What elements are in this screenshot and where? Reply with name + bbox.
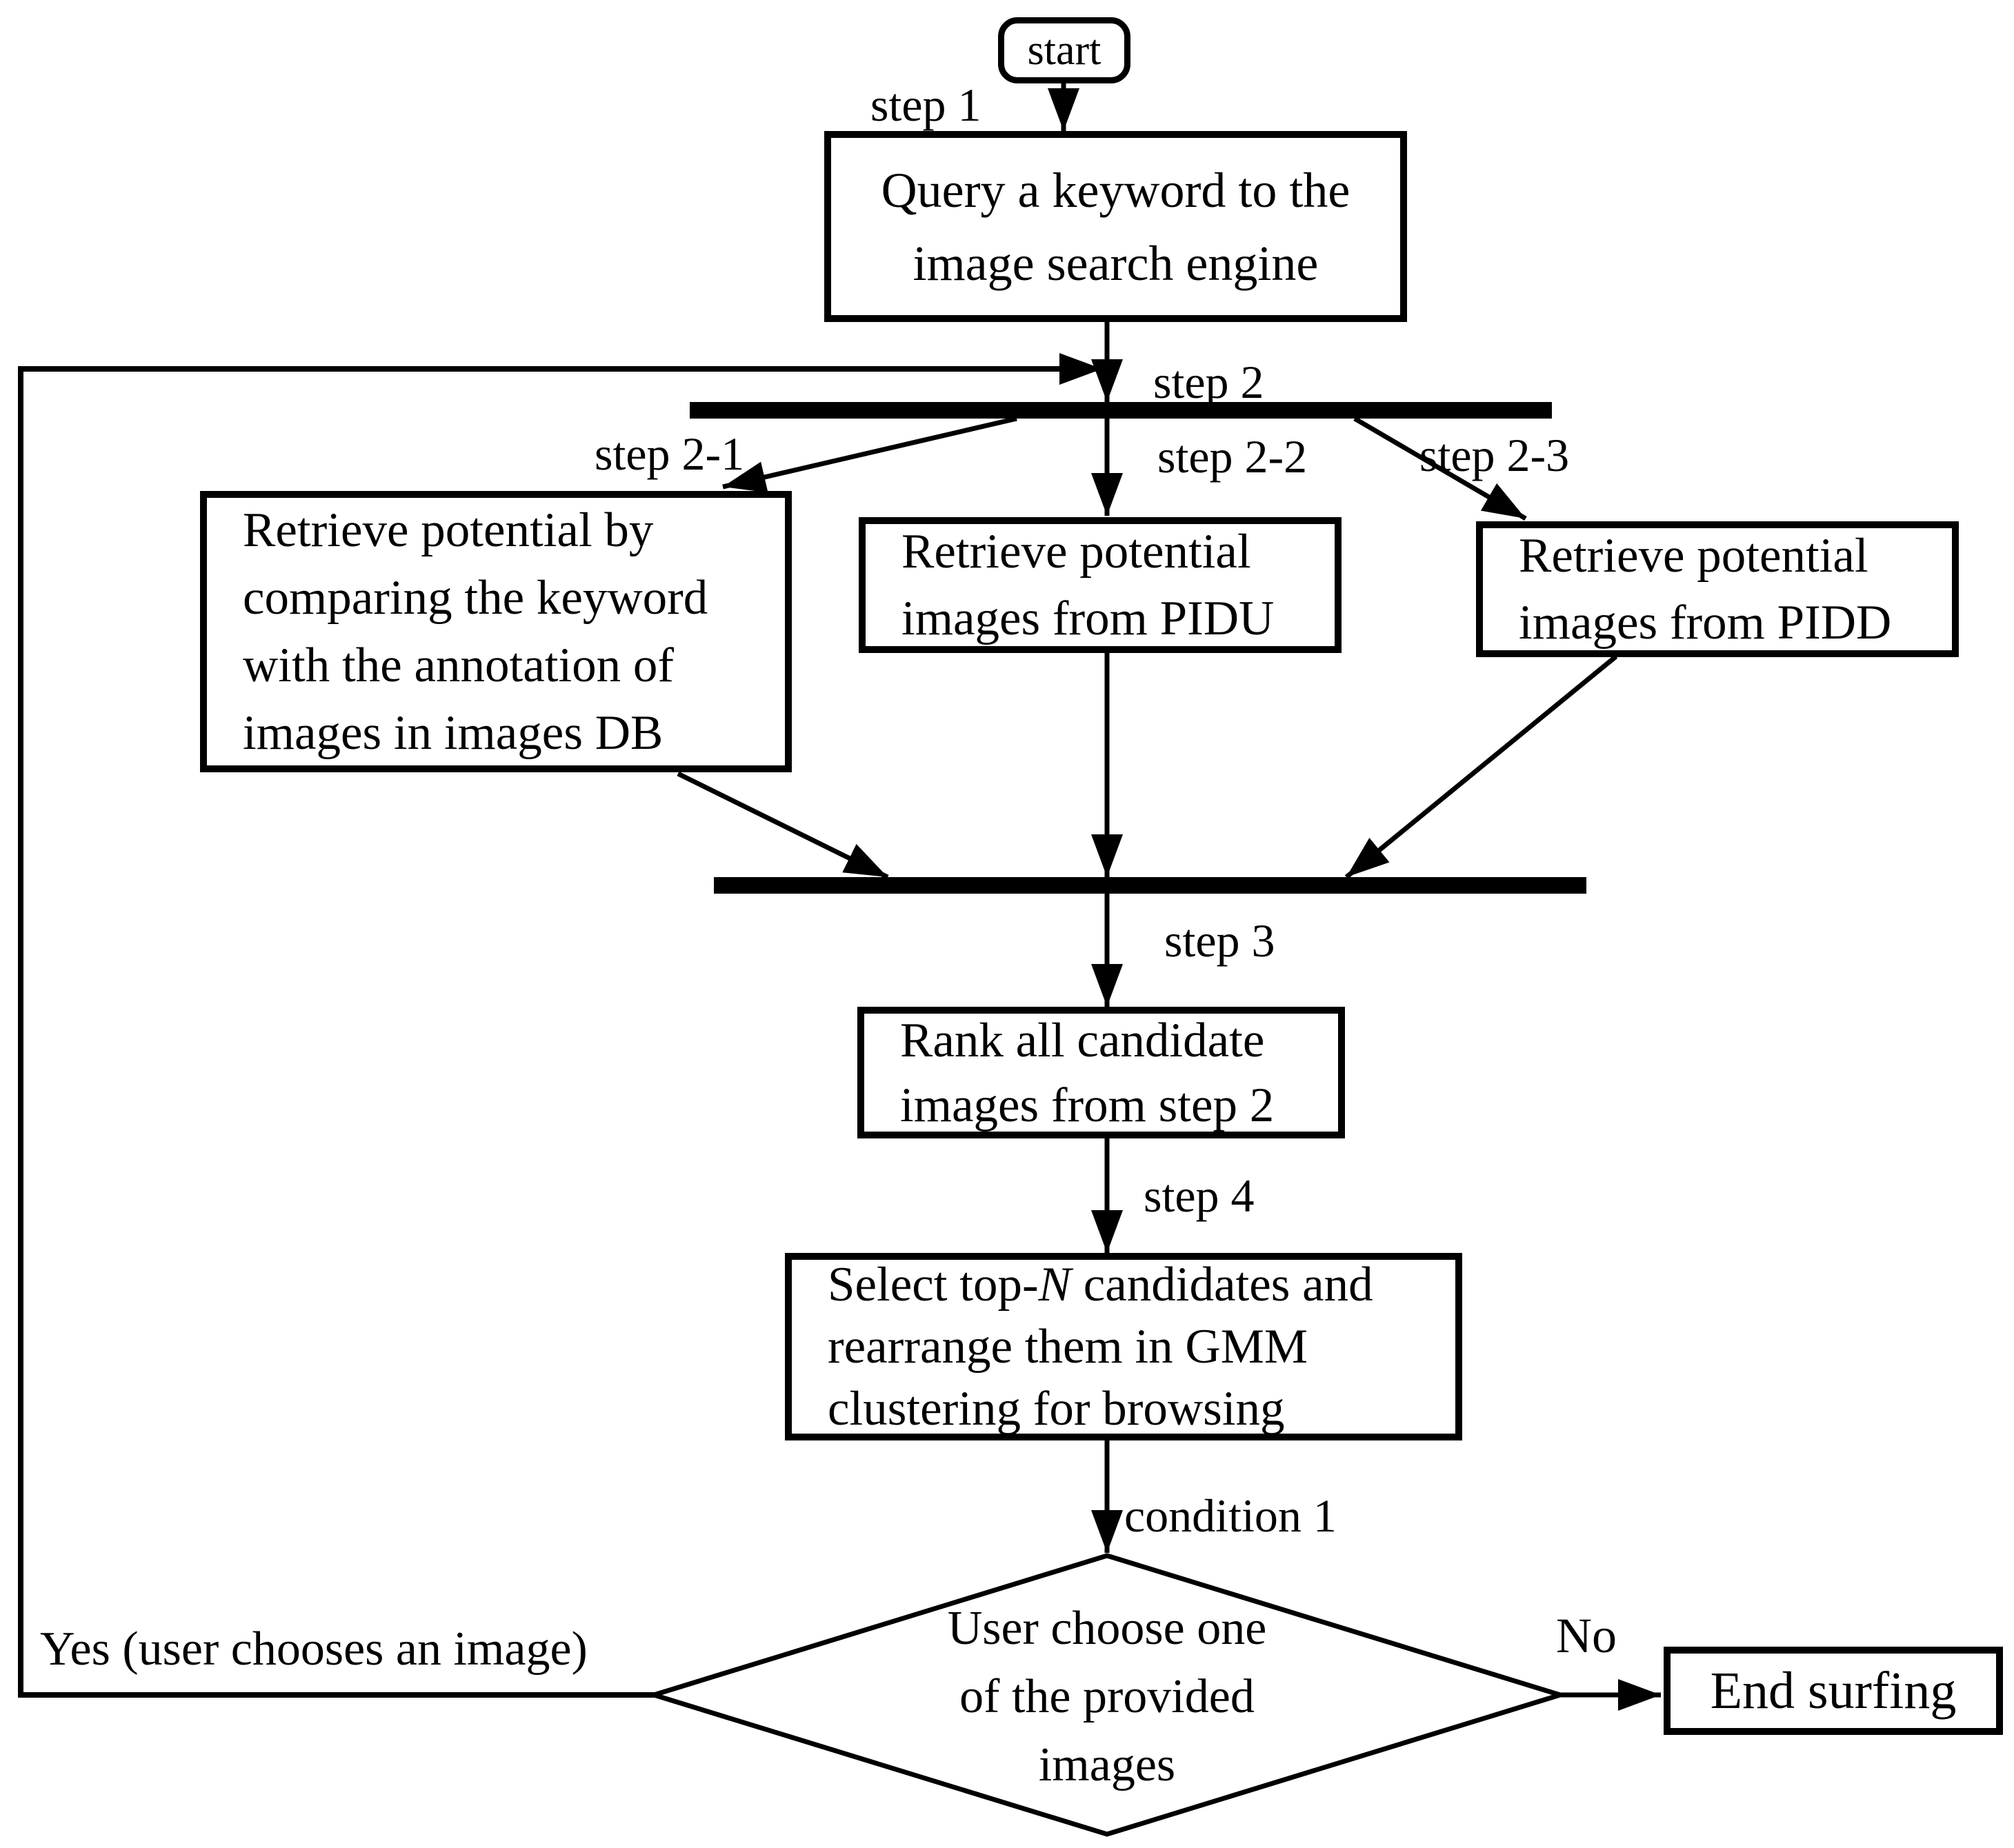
node-select-topn: Select top-N candidates and rearrange th…: [785, 1253, 1462, 1440]
select-line1-pre: Select top-: [828, 1258, 1039, 1312]
edge-label-step2-3: step 2-3: [1419, 429, 1570, 481]
node-line: comparing the keyword: [243, 571, 708, 625]
edge-db-join: [677, 771, 889, 880]
decision-diamond: [646, 1553, 1568, 1837]
node-retrieve-pidu: Retrieve potential images from PIDU: [859, 517, 1342, 653]
node-rank-candidates: Rank all candidate images from step 2: [857, 1007, 1345, 1138]
node-end-surfing: End surfing: [1664, 1647, 2003, 1735]
node-line: User choose one: [947, 1601, 1267, 1655]
node-line: Rank all candidate: [900, 1013, 1265, 1067]
node-line: images from PIDU: [901, 591, 1275, 645]
node-line: images in images DB: [243, 706, 664, 760]
node-line: Retrieve potential: [901, 524, 1251, 579]
node-line: images from step 2: [900, 1078, 1275, 1132]
edge-label-condition1: condition 1: [1124, 1489, 1337, 1542]
node-retrieve-images-db: Retrieve potential by comparing the keyw…: [200, 491, 792, 772]
node-line: images: [1038, 1738, 1176, 1791]
node-line: clustering for browsing: [828, 1382, 1285, 1436]
select-line1-post: candidates and: [1070, 1258, 1373, 1312]
edge-label-step2: step 2: [1153, 356, 1264, 408]
node-line: Query a keyword to the: [881, 162, 1350, 218]
edge-label-step2-1: step 2-1: [595, 428, 745, 480]
edge-pidd-join: [1344, 654, 1618, 879]
node-retrieve-pidd: Retrieve potential images from PIDD: [1476, 521, 1959, 657]
node-line: images from PIDD: [1519, 595, 1892, 650]
node-query-keyword: Query a keyword to the image search engi…: [824, 131, 1407, 322]
select-line1-n: N: [1038, 1258, 1071, 1312]
node-decision-user-choose: User choose one of the provided images: [790, 1594, 1424, 1798]
edge-label-yes: Yes (user chooses an image): [40, 1623, 588, 1676]
node-line: with the annotation of: [243, 639, 675, 692]
node-line: image search engine: [913, 235, 1319, 291]
edge-label-no: No: [1556, 1608, 1617, 1663]
edge-yes-loop: [18, 353, 1102, 1698]
node-end-label: End surfing: [1710, 1662, 1957, 1720]
edge-label-step2-2: step 2-2: [1157, 430, 1308, 483]
node-line: Select top-N candidates and: [828, 1254, 1448, 1316]
edge-step2-1: [722, 416, 1017, 493]
edge-label-step4: step 4: [1144, 1169, 1255, 1222]
node-start-label: start: [1027, 27, 1101, 74]
edge-label-step3: step 3: [1164, 914, 1275, 967]
node-line: of the provided: [959, 1669, 1255, 1723]
node-line: Retrieve potential by: [243, 503, 654, 557]
node-line: Retrieve potential: [1519, 528, 1868, 583]
node-start: start: [998, 17, 1130, 83]
node-line: rearrange them in GMM: [828, 1320, 1308, 1374]
edge-label-step1: step 1: [870, 79, 981, 131]
edge-step2-3: [1353, 416, 1527, 521]
